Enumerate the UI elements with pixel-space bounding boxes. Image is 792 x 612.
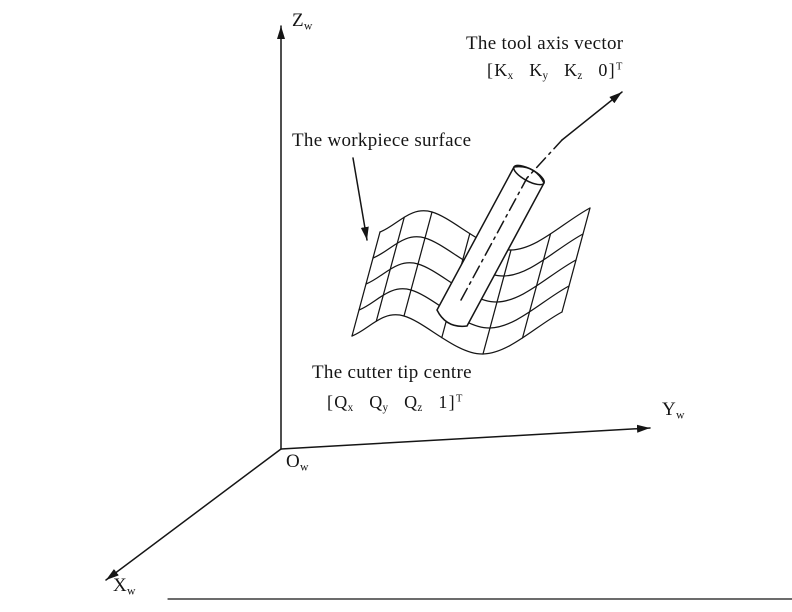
- y-axis-label: Yw: [662, 399, 685, 422]
- workpiece-surface-label: The workpiece surface: [292, 130, 472, 151]
- tool-centerline: [460, 139, 563, 301]
- vector-term: Qx: [334, 392, 354, 415]
- x-axis: [105, 448, 282, 581]
- workpiece-leader-arrow: [352, 157, 369, 241]
- vector-term: Kz: [564, 60, 583, 83]
- vector-term: 1: [438, 392, 448, 412]
- x-axis-label: Xw: [113, 575, 136, 598]
- axis-letter: Z: [292, 10, 304, 31]
- axis-subscript: w: [300, 460, 309, 474]
- open-bracket: [: [327, 392, 334, 412]
- vector-term: Qy: [369, 392, 389, 415]
- cutter-tip-label: The cutter tip centre: [312, 362, 472, 383]
- axis-letter: O: [286, 451, 301, 472]
- axis-subscript: w: [303, 19, 313, 33]
- tool-axis-label: The tool axis vector: [466, 33, 624, 54]
- vector-term: Kx: [494, 60, 514, 83]
- y-axis: [280, 424, 651, 450]
- axis-subscript: w: [127, 584, 136, 598]
- tool-axis-arrow: [561, 91, 623, 141]
- close-bracket: ]: [448, 392, 455, 412]
- close-bracket: ]: [608, 60, 615, 80]
- vector-term: Qz: [404, 392, 423, 415]
- transpose-superscript: T: [455, 393, 463, 405]
- origin-label: Ow: [286, 451, 309, 474]
- axis-letter: Y: [662, 399, 677, 420]
- vector-term: Ky: [529, 60, 549, 83]
- z-axis-label: Zw: [292, 10, 312, 33]
- vector-term: 0: [598, 60, 608, 80]
- axis-subscript: w: [676, 408, 685, 422]
- transpose-superscript: T: [615, 61, 623, 73]
- cutter-tip-vector-expression: [Qx Qy Qz 1]T: [326, 392, 462, 414]
- axis-letter: X: [113, 575, 128, 596]
- open-bracket: [: [487, 60, 494, 80]
- tool-axis-vector-expression: [Kx Ky Kz 0]T: [486, 60, 622, 82]
